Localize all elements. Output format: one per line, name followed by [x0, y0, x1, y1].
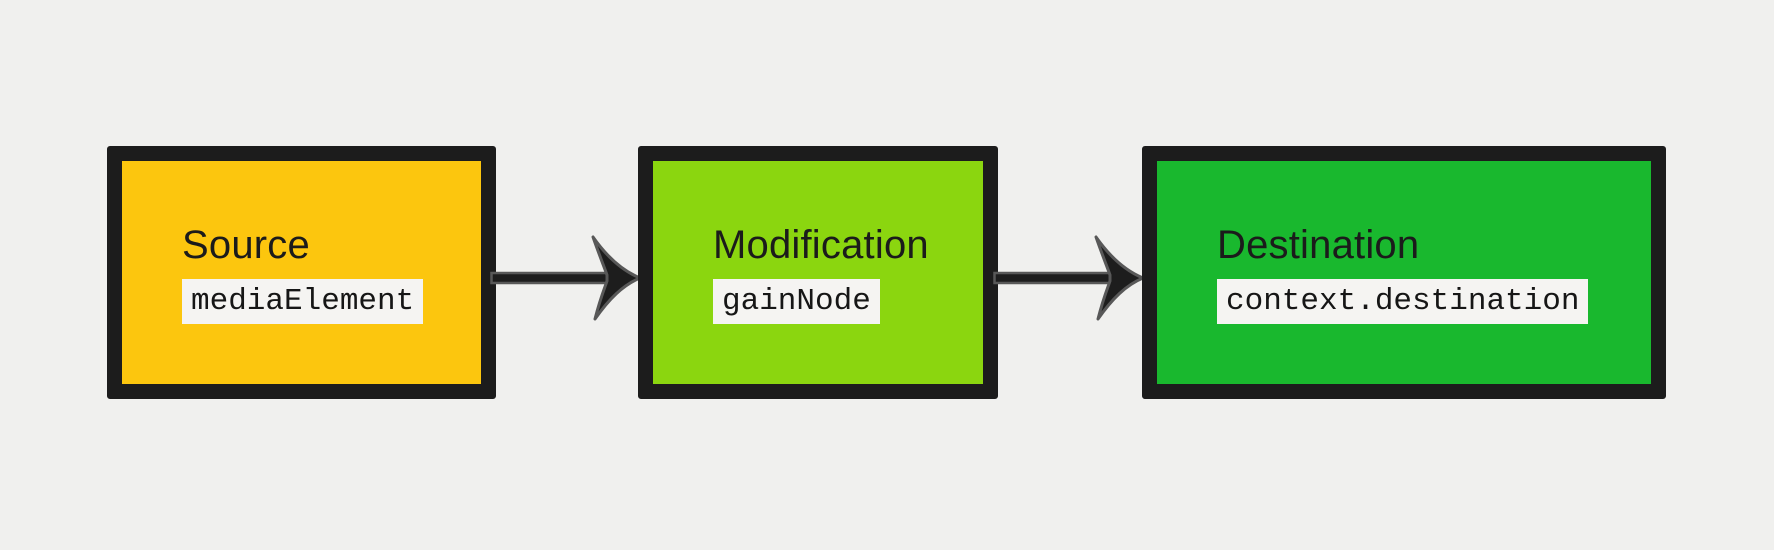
node-modification-title: Modification [713, 222, 929, 267]
node-source-title: Source [182, 222, 310, 267]
node-destination: Destination context.destination [1142, 146, 1666, 399]
arrow-head [1094, 235, 1145, 321]
node-modification-code: gainNode [713, 278, 880, 324]
node-destination-code: context.destination [1217, 278, 1589, 324]
arrow-head [591, 235, 642, 321]
flow-arrow-source-to-modification-icon [490, 235, 642, 321]
node-destination-title: Destination [1217, 222, 1420, 267]
flow-arrow-modification-to-destination-icon [993, 235, 1145, 321]
node-modification: Modification gainNode [638, 146, 998, 399]
arrow-shaft [490, 271, 613, 285]
arrow-shaft [993, 271, 1116, 285]
node-source: Source mediaElement [107, 146, 496, 399]
node-source-code: mediaElement [182, 278, 424, 324]
